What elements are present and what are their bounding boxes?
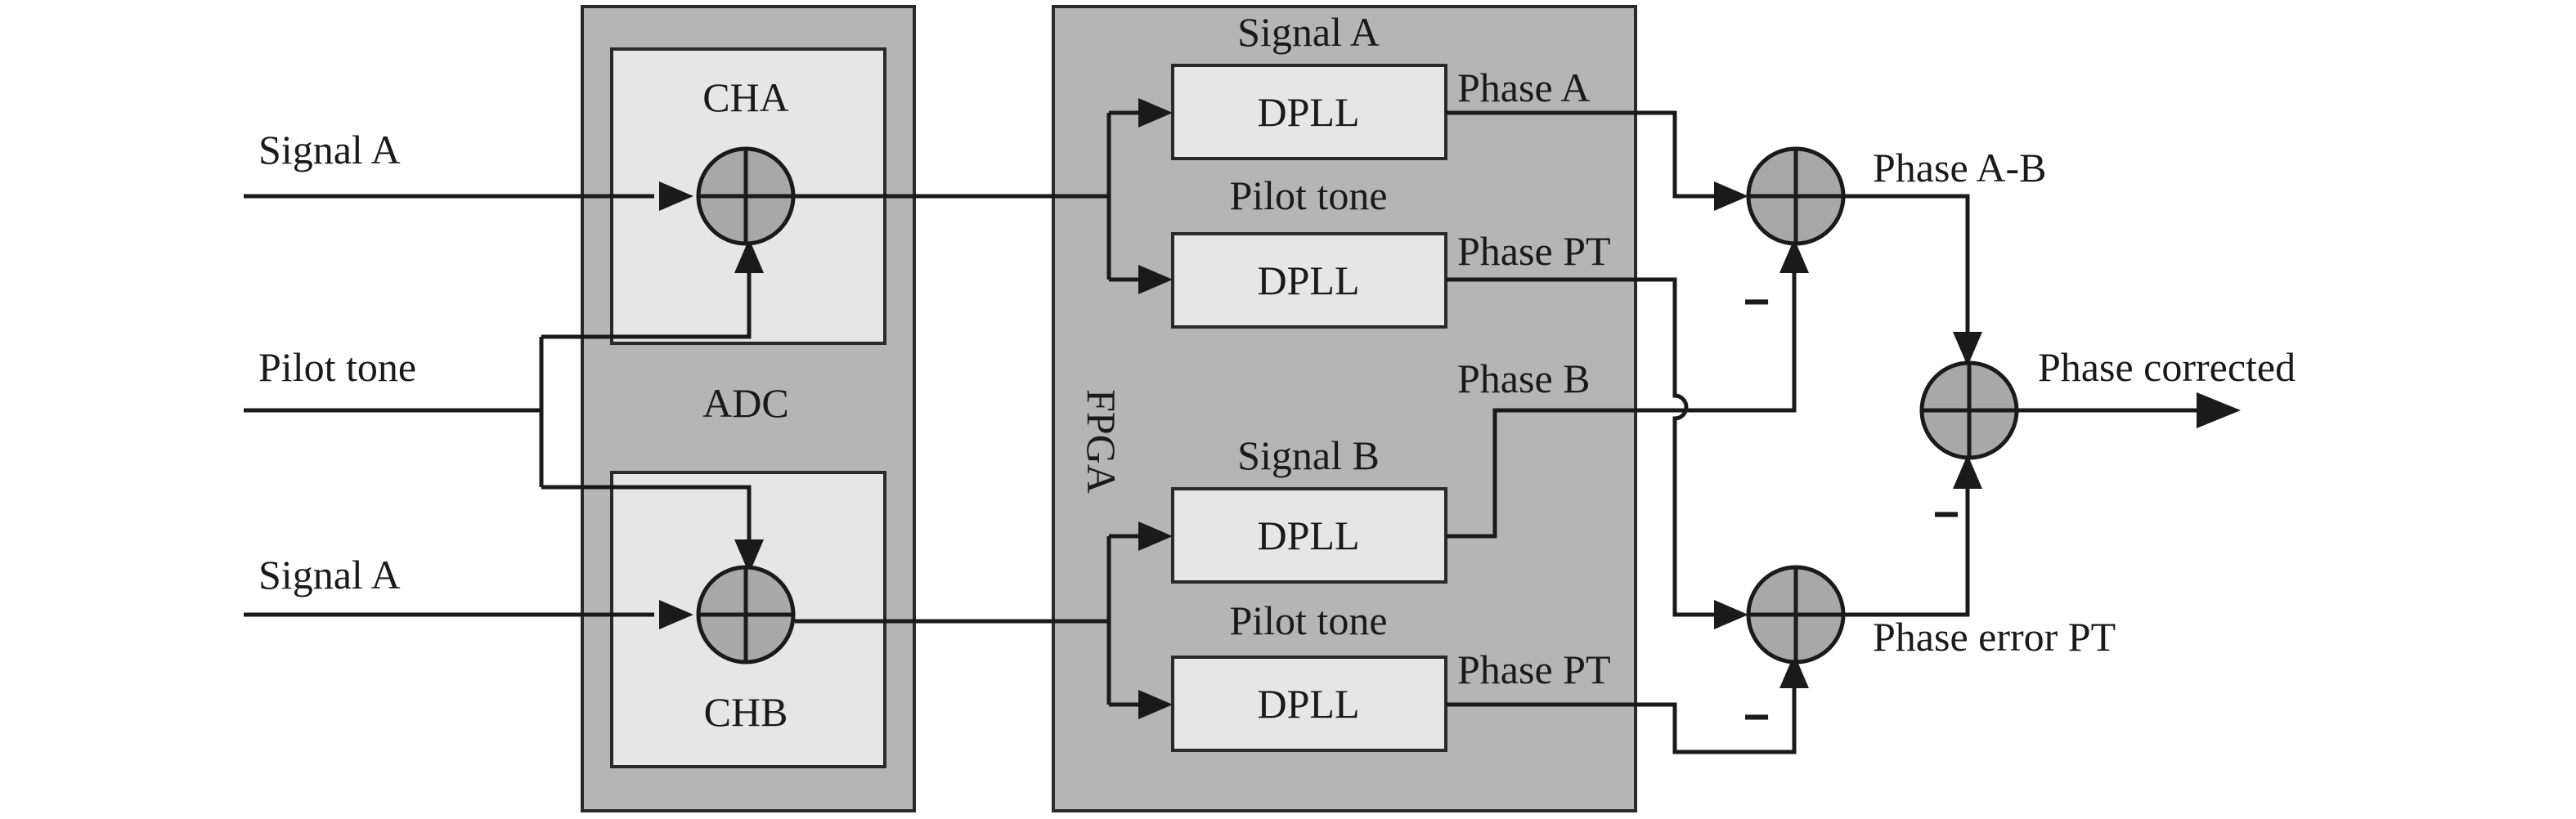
wire-phase-pt-2: [1446, 688, 1797, 754]
wire-phase-a-b: [1843, 194, 1970, 335]
arrowhead: [1138, 690, 1173, 719]
phase-pt-2-label: Phase PT: [1457, 647, 1611, 692]
phase-corrected-label: Phase corrected: [2038, 344, 2296, 390]
output-arrowhead: [2197, 392, 2241, 428]
wire-cha-output: [795, 110, 1141, 282]
dpll-label-4: DPLL: [1258, 681, 1360, 727]
dpll-box-2: [1171, 232, 1447, 329]
arrowhead: [659, 181, 693, 211]
summer-phase-a-b: [1746, 146, 1846, 246]
phase-error-pt-label: Phase error PT: [1873, 614, 2116, 660]
summer-cha: [696, 146, 796, 246]
wire-phase-pt-1: [1446, 277, 1716, 617]
fpga-label: FPGA: [1079, 389, 1124, 494]
arrowhead: [1779, 239, 1809, 273]
arrowhead: [1953, 454, 1982, 489]
dpll-label-3: DPLL: [1258, 512, 1360, 558]
summer-phase-corrected: [1919, 360, 2019, 460]
dpll-title-2: Pilot tone: [1229, 172, 1387, 218]
dpll-box-3: [1171, 487, 1447, 584]
arrowhead: [1714, 600, 1748, 629]
minus-sign-1: −: [1744, 275, 1770, 327]
wire-phase-error-pt: [1843, 487, 1970, 617]
arrowhead: [734, 239, 764, 273]
cha-label: CHA: [702, 74, 789, 120]
dpll-label-2: DPLL: [1258, 257, 1360, 303]
dpll-label-1: DPLL: [1258, 89, 1360, 135]
minus-sign-2: −: [1744, 691, 1770, 742]
arrowhead: [1953, 332, 1982, 366]
arrowhead: [1714, 181, 1748, 211]
wire-phase-a: [1446, 110, 1716, 199]
adc-title: ADC: [702, 380, 789, 426]
arrowhead: [1138, 265, 1173, 294]
summer-phase-error-pt: [1746, 565, 1846, 665]
phase-a-label: Phase A: [1457, 65, 1591, 110]
summer-chb: [696, 565, 796, 665]
chb-label: CHB: [704, 689, 788, 735]
wire-chb-output: [795, 534, 1141, 707]
dpll-title-3: Signal B: [1237, 432, 1380, 478]
arrowhead: [734, 539, 764, 574]
phase-b-label: Phase B: [1457, 356, 1591, 401]
input-label-pilot-tone: Pilot tone: [258, 344, 416, 390]
input-label-signal-a-bottom: Signal A: [258, 552, 401, 597]
wire-phase-b: [1446, 268, 1797, 539]
phase-a-b-label: Phase A-B: [1873, 145, 2047, 190]
input-label-signal-a-top: Signal A: [258, 127, 401, 172]
dpll-title-4: Pilot tone: [1229, 597, 1387, 643]
phase-pt-1-label: Phase PT: [1457, 228, 1611, 274]
wire-pilot-tone: [244, 270, 752, 539]
dpll-box-1: [1171, 64, 1447, 160]
dpll-box-4: [1171, 656, 1447, 752]
arrowhead: [659, 600, 693, 629]
arrowhead: [1138, 98, 1173, 128]
arrowhead: [1138, 521, 1173, 551]
dpll-title-1: Signal A: [1237, 9, 1380, 55]
arrowhead: [1779, 654, 1809, 688]
minus-sign-3: −: [1933, 488, 1960, 539]
